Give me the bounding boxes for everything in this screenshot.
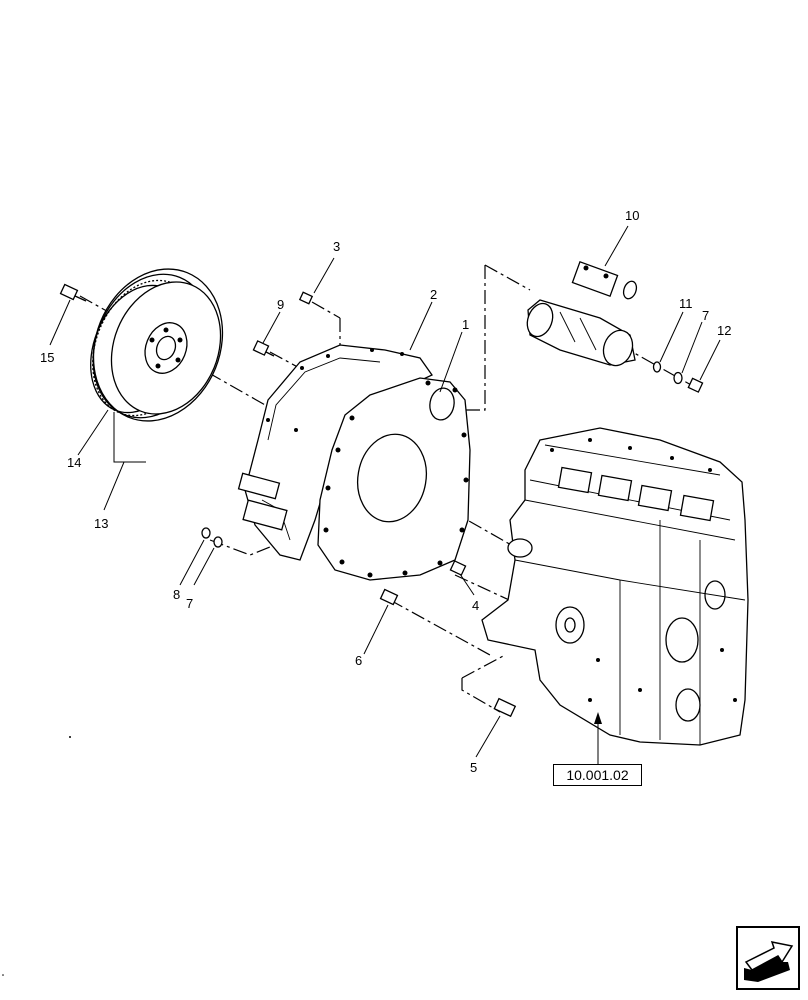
callout-7-right: 7 [702, 308, 709, 323]
callout-7-left: 7 [186, 596, 193, 611]
starter-bolt-12 [687, 377, 704, 393]
housing-nut-8 [201, 527, 211, 539]
flywheel [90, 268, 224, 422]
callout-labels: 1 2 3 4 5 6 7 7 8 9 10 11 12 13 14 15 [40, 208, 731, 775]
callout-8: 8 [173, 587, 180, 602]
callout-15: 15 [40, 350, 54, 365]
plate-bolt-4 [449, 560, 467, 576]
callout-3: 3 [333, 239, 340, 254]
callout-11: 11 [679, 296, 693, 311]
callout-14: 14 [67, 455, 81, 470]
callout-4: 4 [472, 598, 479, 613]
housing-bolt-9 [252, 340, 275, 357]
section-reference-label: 10.001.02 [566, 767, 629, 783]
housing-washer-7 [213, 536, 223, 548]
starter-washer-11 [652, 361, 662, 373]
next-page-button[interactable] [736, 926, 800, 990]
engine-block [481, 427, 749, 746]
housing-bolt-3 [298, 291, 314, 305]
callout-2: 2 [430, 287, 437, 302]
starter-motor [526, 260, 638, 367]
starter-washer-7 [673, 371, 683, 385]
section-reference-box[interactable]: 10.001.02 [553, 764, 642, 786]
callout-6: 6 [355, 653, 362, 668]
callout-1: 1 [462, 317, 469, 332]
mount-bolt-5 [493, 697, 517, 718]
callout-13: 13 [94, 516, 108, 531]
callout-5: 5 [470, 760, 477, 775]
plate-bolt-6 [379, 588, 399, 606]
callout-10: 10 [625, 208, 639, 223]
callout-12: 12 [717, 323, 731, 338]
next-page-arrow-icon [744, 941, 794, 982]
callout-9: 9 [277, 297, 284, 312]
leader-lines [49, 225, 721, 764]
adapter-plate [317, 377, 471, 581]
flywheel-bolt [59, 283, 87, 302]
